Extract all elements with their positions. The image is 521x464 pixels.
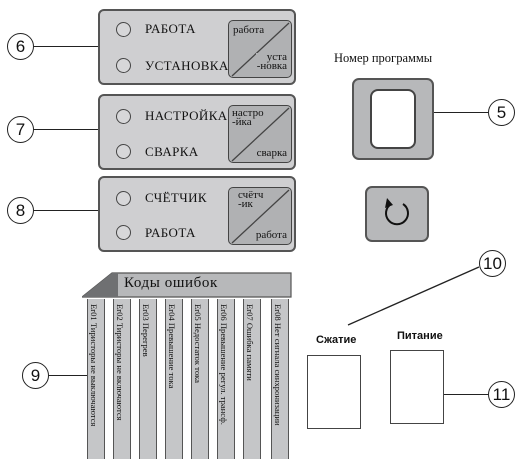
power-indicator (390, 350, 444, 424)
error-code-er04: Er04 Превышение тока (165, 299, 183, 459)
compression-label: Сжатие (316, 334, 357, 346)
leader-line-6 (34, 46, 98, 48)
circular-arrow-icon (385, 198, 409, 226)
label-weld: СВАРКА (145, 144, 199, 159)
toggle-switch-work-setup[interactable]: работа уста-новка (228, 20, 292, 78)
label-work-2: РАБОТА (145, 225, 196, 240)
error-codes-tab (82, 272, 292, 298)
error-code-text: Er02 Тиристоры не включаются (115, 304, 125, 421)
callout-9: 9 (22, 362, 49, 389)
error-code-er06: Er06 Превышение регул. трансф. (217, 299, 235, 459)
compression-indicator (307, 355, 361, 429)
program-number-window (370, 89, 416, 149)
reset-button[interactable] (365, 186, 429, 242)
panel-work-setup: РАБОТА УСТАНОВКА работа уста-новка (98, 9, 296, 85)
label-work: РАБОТА (145, 21, 196, 36)
switch-diagonal (231, 22, 290, 77)
leader-line-8 (34, 210, 98, 212)
switch-label-bottom: работа (254, 229, 288, 241)
switch-label-top: счётч-ик (237, 189, 265, 210)
error-code-er05: Er05 Недостаток тока (191, 299, 209, 459)
leader-line-9 (49, 375, 87, 377)
leader-line-5 (434, 112, 488, 114)
callout-5: 5 (488, 99, 515, 126)
leader-line-11 (444, 394, 488, 396)
error-code-text: Er03 Перегрев (141, 304, 151, 357)
led-counter (116, 191, 131, 206)
panel-counter-work: СЧЁТЧИК РАБОТА счётч-ик работа (98, 176, 296, 252)
error-code-text: Er08 Нет сигнала синхронизации (273, 304, 283, 426)
switch-diagonal (231, 107, 290, 162)
error-code-er01: Er01 Тиристоры не выключаются (87, 299, 105, 459)
error-codes-title: Коды ошибок (124, 275, 218, 291)
switch-label-bottom: сварка (255, 147, 288, 159)
switch-diagonal (231, 189, 290, 244)
switch-label-bottom: уста-новка (255, 51, 288, 72)
leader-line-7 (34, 129, 98, 131)
power-label: Питание (397, 330, 443, 342)
leader-line-10 (347, 266, 480, 326)
error-code-text: Er04 Превышение тока (167, 304, 177, 389)
label-counter: СЧЁТЧИК (145, 190, 207, 205)
led-work-2 (116, 225, 131, 240)
panel-adjust-weld: НАСТРОЙКА СВАРКА настро-йка сварка (98, 94, 296, 170)
error-code-er02: Er02 Тиристоры не включаются (113, 299, 131, 459)
error-code-text: Er05 Недостаток тока (193, 304, 203, 383)
led-adjust (116, 109, 131, 124)
toggle-switch-counter-work[interactable]: счётч-ик работа (228, 187, 292, 245)
error-code-er03: Er03 Перегрев (139, 299, 157, 459)
label-adjust: НАСТРОЙКА (145, 108, 228, 123)
callout-7: 7 (7, 116, 34, 143)
error-code-text: Er01 Тиристоры не выключаются (89, 304, 99, 427)
error-code-text: Er06 Превышение регул. трансф. (219, 304, 229, 425)
error-code-er07: Er07 Ошибка памяти (243, 299, 261, 459)
callout-8: 8 (7, 197, 34, 224)
led-weld (116, 144, 131, 159)
toggle-switch-adjust-weld[interactable]: настро-йка сварка (228, 105, 292, 163)
switch-label-top: работа (232, 24, 266, 36)
led-setup (116, 58, 131, 73)
error-code-text: Er07 Ошибка памяти (245, 304, 255, 381)
label-setup: УСТАНОВКА (145, 58, 229, 73)
error-code-er08: Er08 Нет сигнала синхронизации (271, 299, 289, 459)
led-work (116, 22, 131, 37)
program-number-display (352, 78, 434, 160)
callout-6: 6 (7, 33, 34, 60)
callout-10: 10 (479, 250, 506, 277)
program-number-label: Номер программы (334, 51, 433, 65)
switch-label-top: настро-йка (231, 107, 265, 128)
callout-11: 11 (488, 381, 515, 408)
